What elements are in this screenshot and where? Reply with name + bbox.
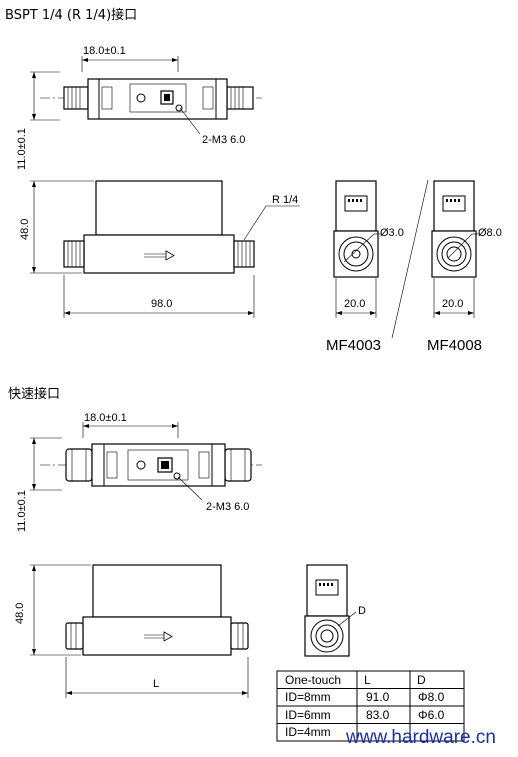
mf4008-width: 20.0 bbox=[442, 298, 463, 310]
table-row-2-d: Φ6.0 bbox=[418, 708, 445, 722]
quick-side-height-dim: 48.0 bbox=[14, 603, 26, 624]
table-row-1-d: Φ8.0 bbox=[418, 690, 445, 704]
end-view-separator bbox=[391, 179, 429, 339]
mf4008-bore: Ø8.0 bbox=[478, 227, 502, 239]
bspt-port-note: R 1/4 bbox=[272, 194, 298, 206]
quick-thread-note: 2-M3 6.0 bbox=[206, 501, 249, 513]
bspt-top-view: 18.0±0.1 2-M3 6.0 11.0±0.1 bbox=[16, 45, 262, 170]
table-row-1-l: 91.0 bbox=[366, 690, 390, 704]
quick-side-length-dim: L bbox=[153, 678, 159, 690]
bspt-side-view: R 1/4 48.0 98.0 bbox=[19, 180, 300, 318]
table-row-1-id: ID=8mm bbox=[285, 690, 331, 704]
mf4003-model: MF4003 bbox=[326, 337, 381, 354]
bspt-top-height-dim: 11.0±0.1 bbox=[16, 128, 28, 170]
quick-end-bore-label: D bbox=[358, 605, 366, 617]
mf4003-width: 20.0 bbox=[344, 298, 365, 310]
bspt-top-width-dim: 18.0±0.1 bbox=[83, 45, 126, 57]
one-touch-table: One-touch L D ID=8mm 91.0 Φ8.0 ID=6mm 83… bbox=[276, 670, 465, 742]
quick-top-width-dim: 18.0±0.1 bbox=[84, 412, 127, 424]
quick-side-view: 48.0 L bbox=[14, 564, 249, 698]
bspt-side-height-dim: 48.0 bbox=[19, 219, 31, 240]
quick-top-view: 18.0±0.1 2-M3 6.0 11.0±0.1 bbox=[16, 412, 262, 532]
table-row-2-l: 83.0 bbox=[366, 708, 390, 722]
table-row-2-id: ID=6mm bbox=[285, 708, 331, 722]
quick-section-title: 快速接口 bbox=[8, 386, 60, 402]
watermark-text: www.hardware.cn bbox=[345, 727, 496, 748]
mf4008-model: MF4008 bbox=[427, 337, 482, 354]
table-row-3-id: ID=4mm bbox=[285, 725, 331, 739]
quick-top-height-dim: 11.0±0.1 bbox=[16, 490, 28, 532]
table-header-l: L bbox=[364, 673, 371, 687]
table-header-one-touch: One-touch bbox=[285, 673, 341, 687]
mf4008-end-view: Ø8.0 20.0 MF4008 bbox=[427, 180, 502, 354]
bspt-section-title: BSPT 1/4 (R 1/4)接口 bbox=[5, 7, 137, 23]
bspt-thread-note: 2-M3 6.0 bbox=[202, 134, 245, 146]
mf4003-end-view: Ø3.0 20.0 MF4003 bbox=[326, 180, 404, 354]
bspt-side-length-dim: 98.0 bbox=[151, 298, 172, 310]
table-header-d: D bbox=[417, 673, 426, 687]
mf4003-bore: Ø3.0 bbox=[380, 227, 404, 239]
quick-end-view: D bbox=[304, 564, 366, 657]
